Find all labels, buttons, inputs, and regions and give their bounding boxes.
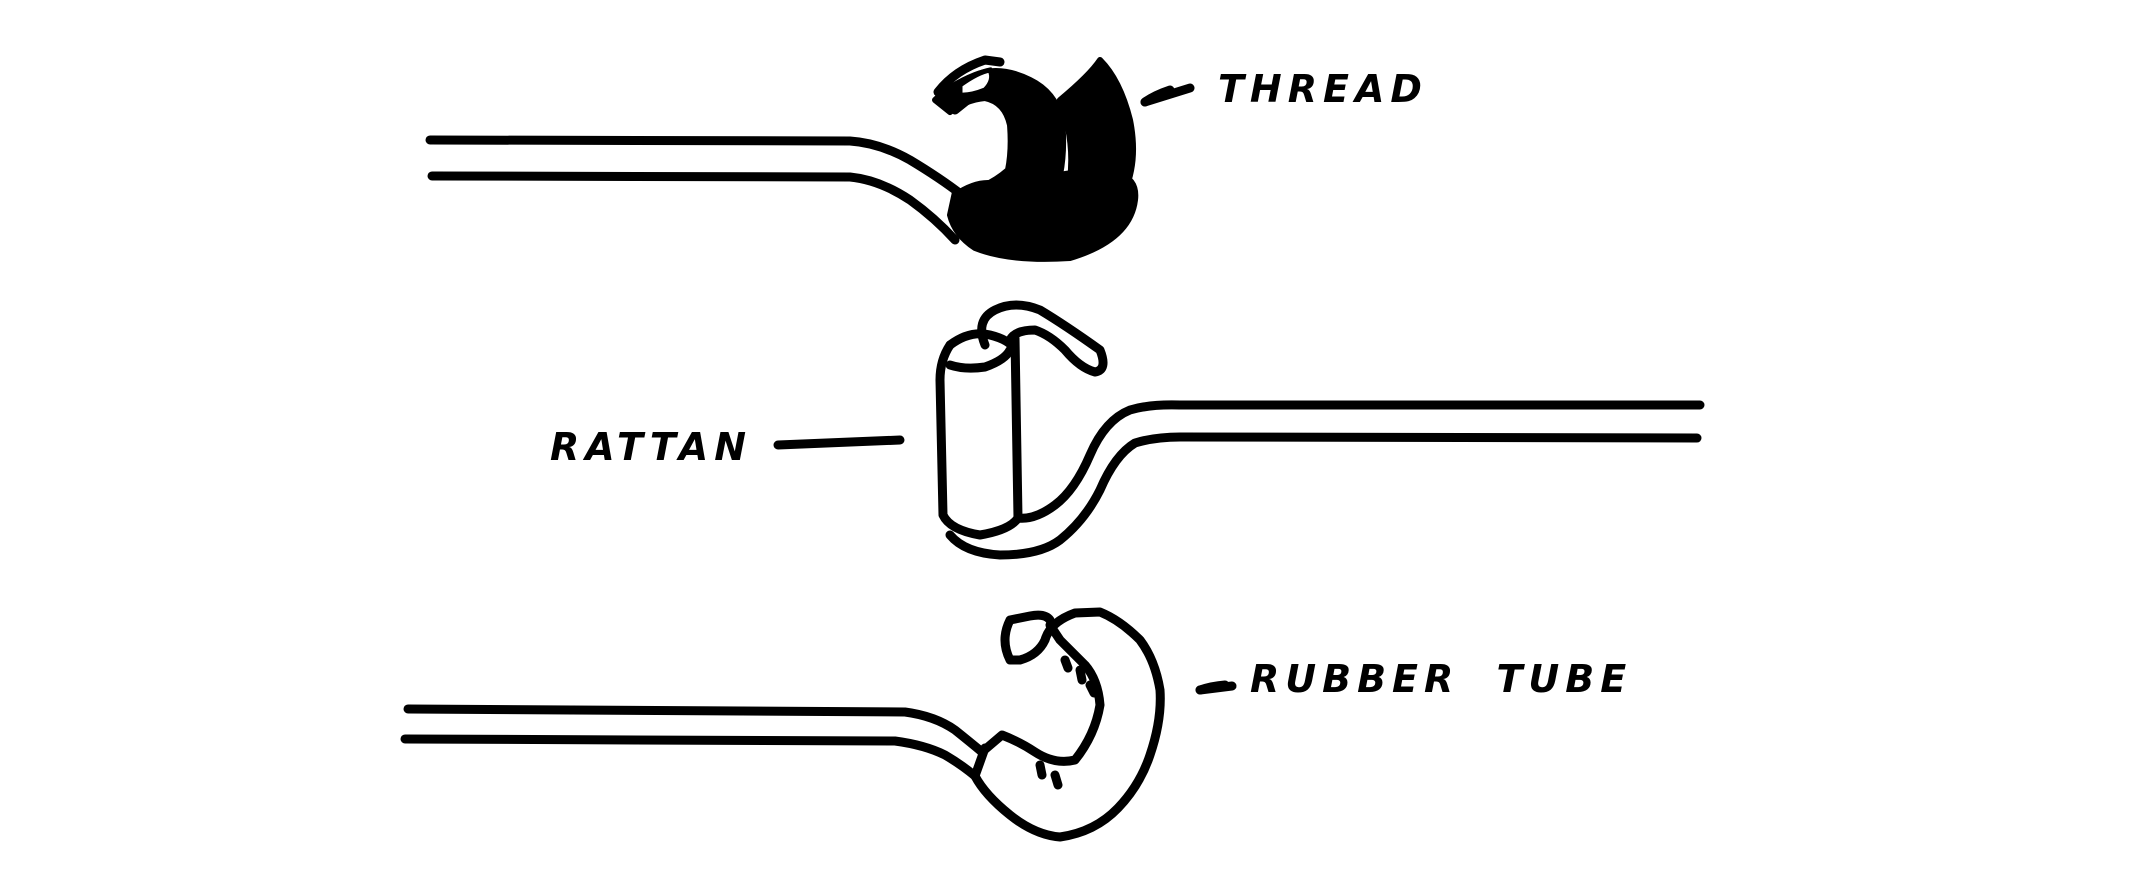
rubber-tube-leader-line xyxy=(1195,681,1237,695)
label-rubber-tube: RUBBER TUBE xyxy=(1250,657,1633,701)
rattan-leader-line xyxy=(773,435,905,450)
label-thread: THREAD xyxy=(1218,67,1428,111)
thread-hook-drawing xyxy=(425,55,1175,262)
label-rattan: RATTAN xyxy=(550,425,753,469)
rubber-tube-drawing xyxy=(400,607,1230,842)
rattan-drawing xyxy=(935,300,1705,560)
thread-leader-line xyxy=(1140,83,1195,107)
